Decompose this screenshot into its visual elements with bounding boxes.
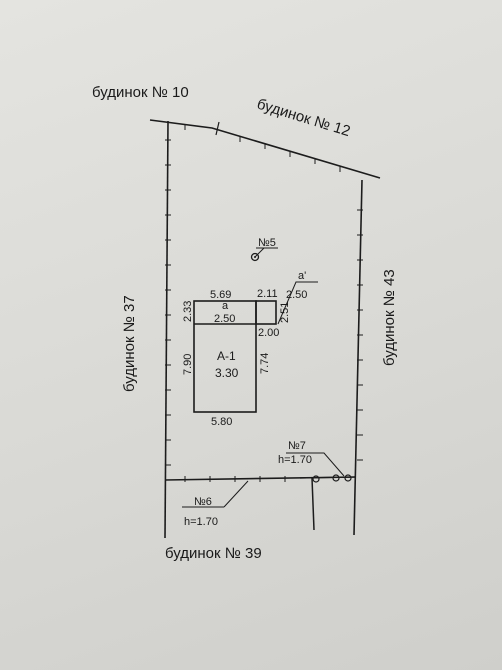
annex-left-height: 2.50 [214, 313, 235, 325]
building-label: А-1 [217, 349, 236, 363]
neighbor-label-bottom: будинок № 39 [165, 545, 262, 562]
well-marker [250, 247, 278, 262]
dim-top-right: 2.11 [257, 288, 278, 300]
dim-bottom: 5.80 [211, 416, 232, 428]
neighbor-label-right: будинок № 43 [381, 269, 398, 366]
dim-right-lower: 7.74 [259, 353, 271, 374]
well-label: №5 [258, 237, 276, 249]
fence-6-height: h=1.70 [184, 516, 218, 528]
dim-right-upper: 2.51 [279, 302, 291, 323]
leader-lines [182, 281, 345, 508]
building-outline [193, 300, 277, 413]
fence-7-height: h=1.70 [278, 454, 312, 466]
gate-post-icon [344, 474, 352, 482]
annex-right-label: а' [298, 270, 306, 282]
dim-left-upper: 2.33 [182, 301, 194, 322]
dim-mid-right: 2.00 [258, 327, 279, 339]
building-height: 3.30 [215, 366, 239, 380]
dim-top-left: 5.69 [210, 289, 231, 301]
gate-post-icon [332, 474, 340, 482]
dim-left-lower: 7.90 [182, 354, 194, 375]
neighbor-label-left: будинок № 37 [121, 295, 138, 392]
fence-7-label: №7 [288, 440, 306, 452]
boundary-ticks [165, 124, 363, 482]
annex-right-height: 2.50 [286, 289, 307, 301]
neighbor-label-top-left: будинок № 10 [92, 84, 189, 101]
fence-6-label: №6 [194, 496, 212, 508]
gate-post-icon [312, 475, 320, 483]
fence-lines [299, 474, 357, 531]
annex-left-label: а [222, 300, 229, 312]
well-icon [250, 252, 260, 262]
neighbor-label-top-right: будинок № 12 [255, 96, 352, 141]
